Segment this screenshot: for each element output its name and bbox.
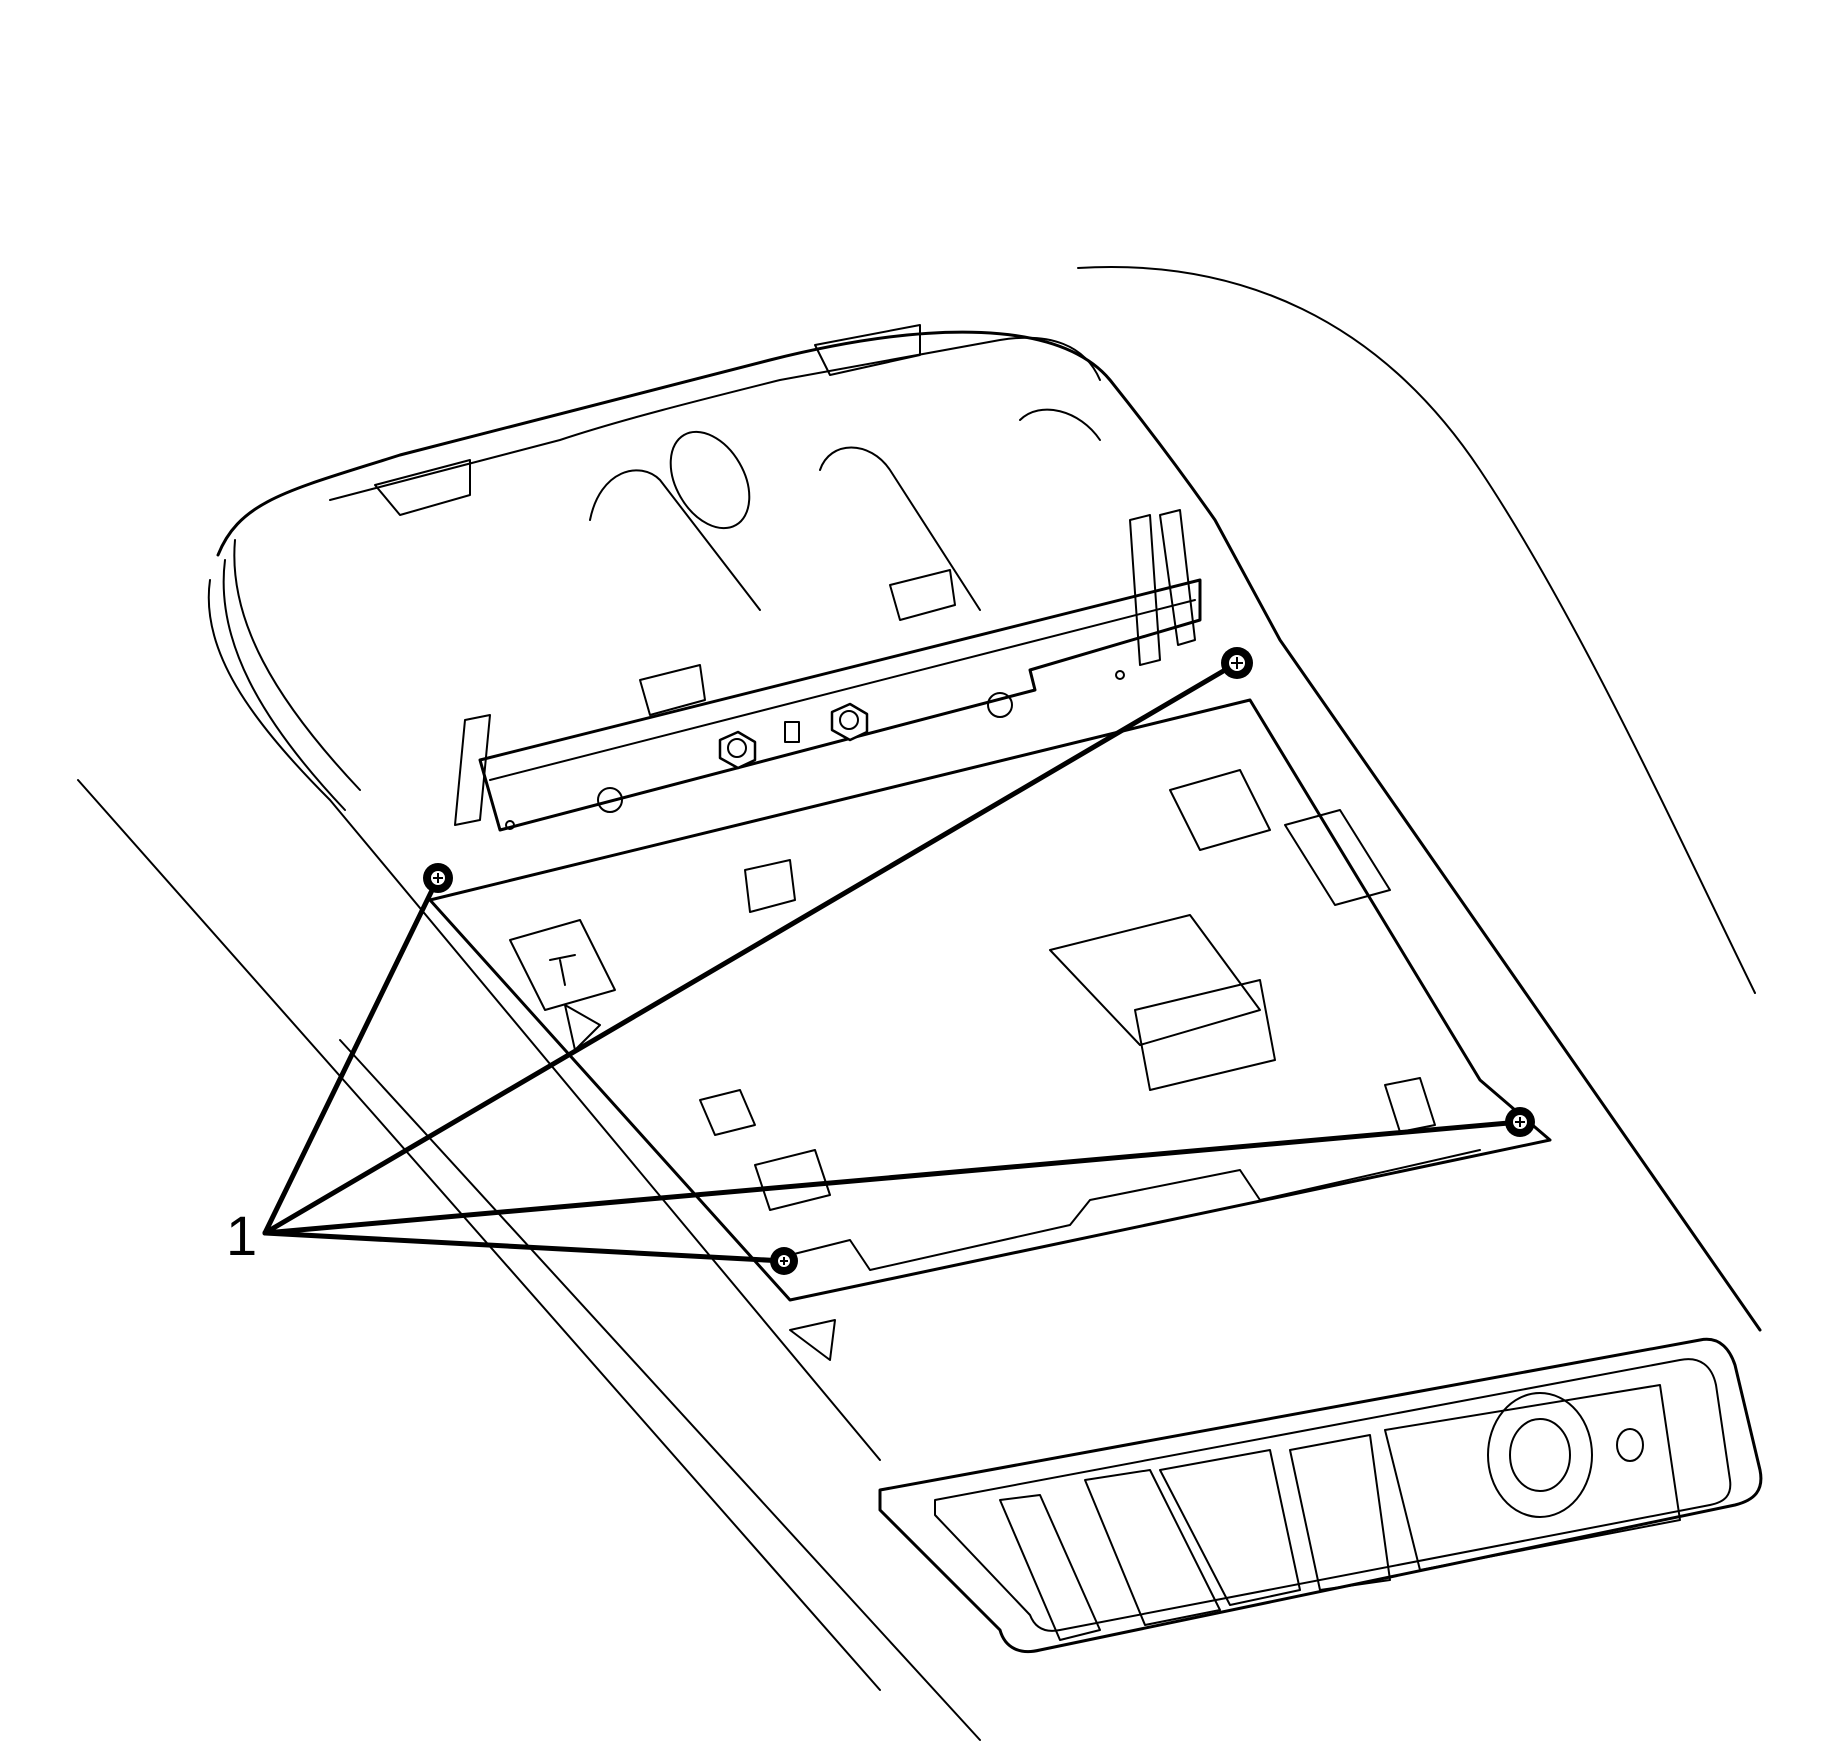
- leader-line-upper-right: [262, 660, 1240, 1236]
- console-housing: [207, 324, 1762, 1461]
- fastener-upper-left: [423, 863, 453, 893]
- lamp-switch-bezel: [878, 1337, 1763, 1654]
- headliner-outline: [77, 266, 1756, 1741]
- phillips-screw-icon: [780, 1257, 788, 1265]
- fastener-lower-right: [1505, 1107, 1535, 1137]
- callout-1-leaders: [262, 660, 1523, 1264]
- leader-line-lower-left: [262, 1230, 787, 1264]
- fastener-upper-right: [1221, 647, 1253, 679]
- mounting-bracket: [454, 509, 1202, 832]
- callout-label-1: 1: [226, 1204, 258, 1267]
- leader-line-upper-left: [262, 875, 441, 1236]
- leader-line-lower-right: [262, 1119, 1523, 1236]
- phillips-screw-icon: [433, 873, 443, 883]
- fastener-lower-left: [770, 1247, 798, 1275]
- phillips-screw-icon: [1231, 657, 1243, 669]
- phillips-screw-icon: [1515, 1117, 1525, 1127]
